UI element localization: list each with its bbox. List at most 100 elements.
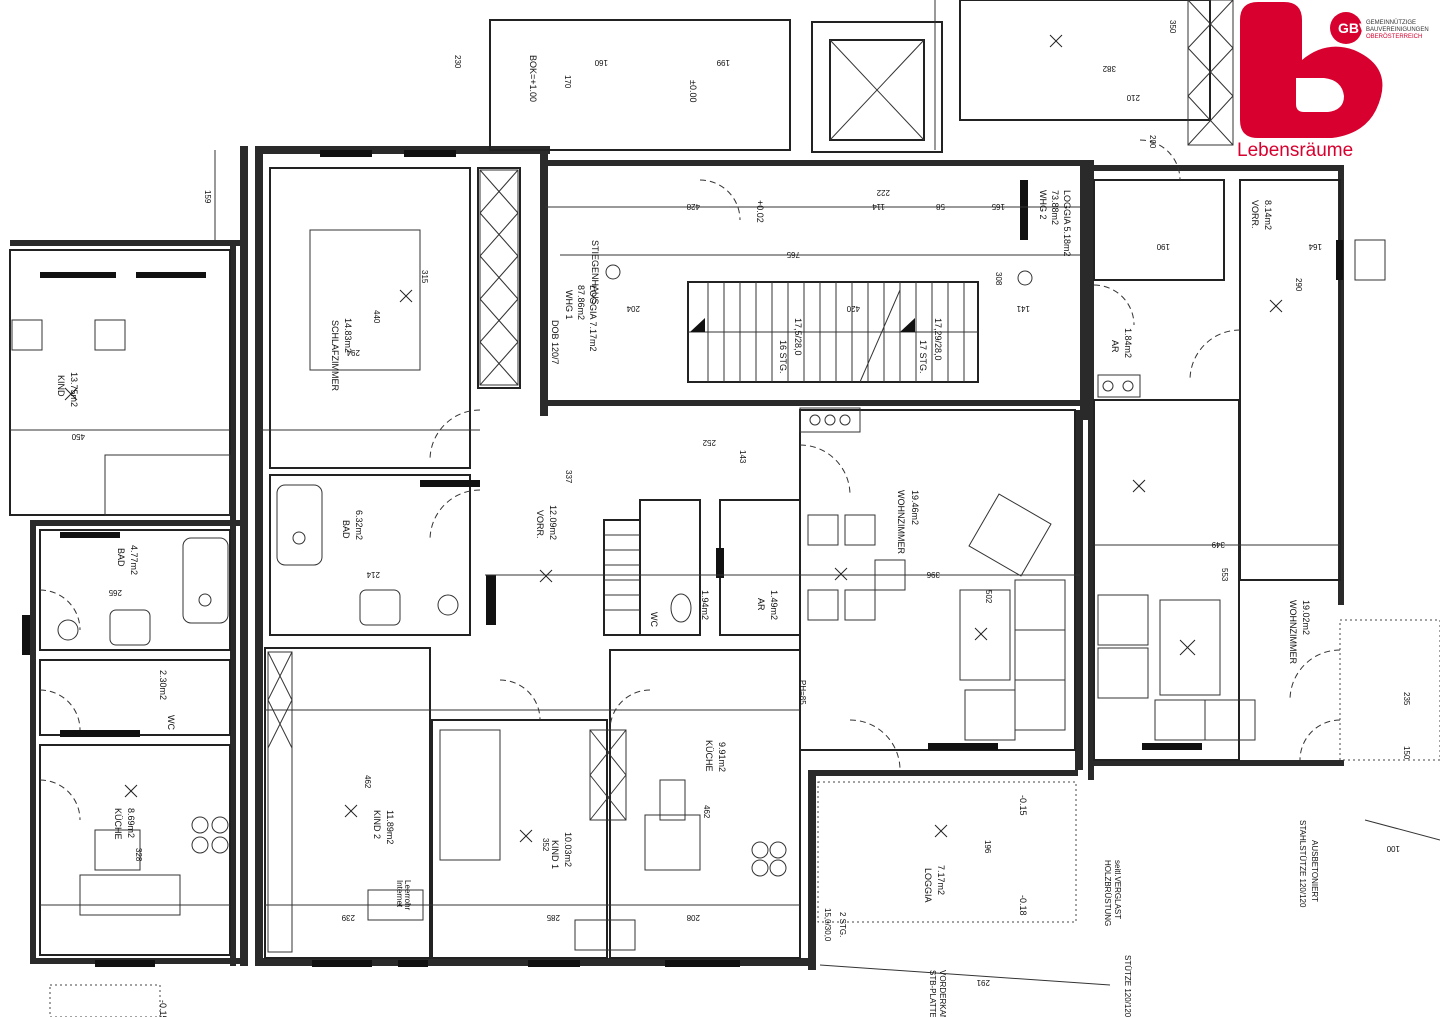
dim-100: 100 [1386,844,1400,853]
dim-382: 382 [1102,64,1116,73]
wardrobes [267,0,1234,953]
level-3: -0.15 [1018,795,1028,816]
dim-352: 352 [541,838,550,852]
dim-160: 160 [594,58,608,67]
room-name: WOHNZIMMER [1288,600,1298,664]
room-name: SCHLAFZIMMER [330,320,340,392]
room-area: 11.89m2 [385,810,395,844]
dim-294: 294 [346,348,360,357]
leerrohr-note: Leerrohr [403,880,412,911]
room-name: LOGGIA [923,868,933,903]
level-5: -0.15 [158,1000,168,1017]
room-labels: SCHLAFZIMMER 14.83m2 BAD 6.32m2 VORR. 12… [56,200,1311,903]
whg2-title: WHG 2 [1038,190,1048,220]
whg1-title: WHG 1 [564,290,574,320]
dim-337: 337 [564,470,573,484]
room-name: AR [756,598,766,611]
dim-200: 200 [1148,135,1157,149]
dim-265: 265 [108,588,122,597]
org-text: GEMEINNÜTZIGE BAUVEREINIGUNGEN OBERÖSTER… [1366,20,1429,41]
dim-420: 420 [846,304,860,313]
room-area: 13.75m2 [69,372,79,407]
holz-note: HOLZBRÜSTUNG [1103,860,1112,926]
furniture [11,229,1386,951]
dob-label: DOB 120/7 [550,320,560,365]
ph-note: PH=85 [798,680,807,705]
room-area: 8.14m2 [1263,200,1273,230]
stahl-note-3: STÜTZE 120/120 [1123,955,1132,1017]
dim-222: 222 [876,188,890,197]
dim-210: 210 [1126,93,1140,102]
steps-17: 17 STG. [918,340,928,374]
plan-annotations: STIEGENHAUS WHG 1 87.86m2 LOGGIA 7.17m2 … [158,55,1319,1017]
steps-16: 16 STG. [778,340,788,374]
holz-note-2: seitl.VERGLAST [1113,860,1122,919]
dim-190: 190 [1156,242,1170,251]
dim-462: 462 [363,775,372,789]
stb-note: STB-PLATTE [928,970,937,1017]
room-area: 19.02m2 [1301,600,1311,635]
org-line-2: BAUVEREINIGUNGEN [1366,27,1429,33]
dim-349: 349 [1211,540,1225,549]
level-0: ±0.00 [688,80,698,102]
dim-428: 428 [686,202,700,211]
dim-290: 290 [1294,278,1303,292]
room-area: 4.77m2 [129,545,139,575]
steps-17b: 17,29/28,0 [933,318,943,361]
dim-396: 396 [926,570,940,579]
lebensraeume-logo-mark: GBV [1240,2,1383,138]
gbv-mark: GBV [1338,20,1369,36]
room-name: BAD [341,520,351,539]
room-name: AR [1110,340,1120,353]
dim-315: 315 [420,270,429,284]
dim-291: 291 [976,978,990,987]
room-area: 2.30m2 [158,670,168,700]
room-area: 14.83m2 [343,318,353,353]
stair-label: STIEGENHAUS [590,240,600,305]
dim-765: 765 [786,250,800,259]
room-name: KIND 1 [550,840,560,869]
ceiling-lights [64,34,1283,843]
room-name: KIND [56,375,66,397]
internet-note: Internet [395,880,404,908]
dim-462b: 462 [702,805,711,819]
room-name: KÜCHE [704,740,714,772]
dimension-lines [10,0,1440,986]
room-area: 1.49m2 [769,590,779,620]
stg2-note-b: 15,0/30,0 [823,908,832,942]
dim-308: 308 [994,272,1003,286]
whg1-loggia: LOGGIA 7.17m2 [588,285,598,352]
dim-143: 143 [738,450,747,464]
dim-170: 170 [563,75,572,89]
room-name: KÜCHE [113,808,123,840]
dim-204: 204 [626,304,640,313]
room-name: VORR. [535,510,545,539]
dim-553: 553 [1220,568,1229,582]
steps-16b: 17,5/28,0 [793,318,803,356]
door-swings [39,139,1341,821]
dim-252: 252 [702,438,716,447]
dim-235: 235 [1402,692,1411,706]
level-2: +0.02 [755,200,765,223]
dim-196: 196 [983,840,992,854]
dim-150: 150 [1402,746,1411,760]
room-area: 10.03m2 [563,832,573,867]
bok-label: BOK=+1.00 [528,55,538,102]
room-name: KIND 2 [372,810,382,839]
whg1-area: 87.86m2 [576,285,586,320]
room-area: 9.91m2 [717,742,727,772]
room-name: BAD [116,548,126,567]
stahl-note: STAHLSTÜTZE 120/120 [1298,820,1307,908]
dim-159: 159 [203,190,212,204]
dim-165: 165 [991,202,1005,211]
dim-350: 350 [1168,20,1177,34]
stb-note-2: VORDERKANTE [938,970,947,1017]
whg2-area: 73.88m2 [1050,190,1060,225]
dimension-numbers: 765 428 222 114 58 165 204 420 337 252 3… [71,20,1411,987]
dim-114: 114 [872,202,885,211]
stahl-note-2: AUSBETONIERT [1310,840,1319,902]
room-name: WC [649,612,659,627]
dim-285: 285 [546,913,560,922]
room-name: VORR. [1250,200,1260,229]
dim-450: 450 [71,432,85,441]
